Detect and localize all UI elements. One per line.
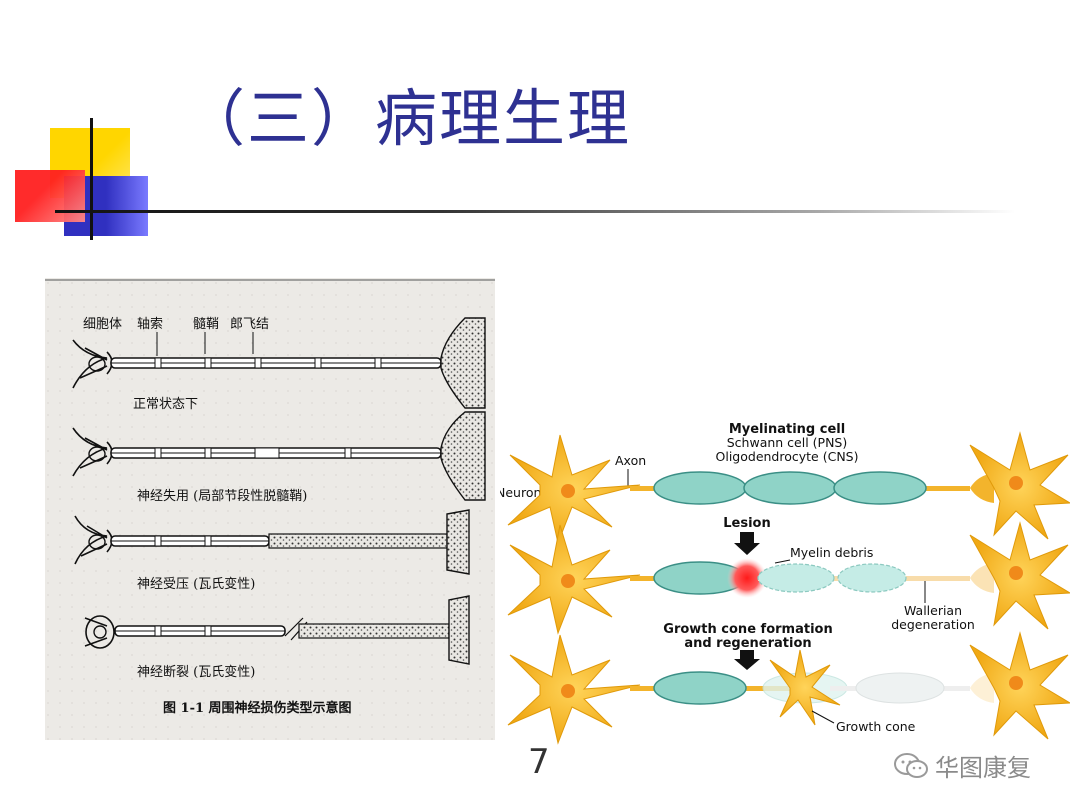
regeneration-arrow-icon [734,650,760,670]
wechat-icon [893,752,929,780]
lesion-arrow-icon [734,532,760,555]
label-growth-cone-formation: Growth cone formation [663,622,832,637]
label-lesion: Lesion [723,516,770,531]
label-wallerian: Wallerian [904,603,962,618]
label-cell-body: 细胞体 [83,317,122,332]
slide-title: （三）病理生理 [183,68,631,158]
caption-axonotmesis: 神经受压 (瓦氏变性) [137,576,255,592]
label-node-ranvier: 郎飞结 [230,317,269,332]
label-degeneration: degeneration [891,617,975,632]
label-myelin: 髓鞘 [193,317,219,332]
label-oligodendrocyte: Oligodendrocyte (CNS) [716,449,859,464]
caption-normal: 正常状态下 [133,397,198,412]
watermark: 华图康复 [893,748,1031,783]
caption-neurotmesis: 神经断裂 (瓦氏变性) [137,664,255,680]
nerve-injury-figure: 细胞体 轴索 髓鞘 郎飞结 正常状态下 [45,278,495,740]
decoration-vertical-line [90,118,93,240]
label-myelin-debris: Myelin debris [790,545,873,560]
caption-neurapraxia: 神经失用 (局部节段性脱髓鞘) [137,489,307,504]
page-number: 7 [528,742,550,782]
label-axon-right: Axon [615,453,646,468]
label-neuron: Neuron [500,485,541,500]
watermark-text: 华图康复 [935,748,1031,783]
label-growth-cone: Growth cone [836,719,916,734]
label-axon: 轴索 [137,317,163,332]
decoration-red-block [15,170,85,222]
title-underline [55,210,1015,213]
regeneration-row-lesion [508,523,1070,633]
figure-caption: 图 1-1 周围神经损伤类型示意图 [163,700,352,716]
wallerian-degeneration-figure: Myelinating cell Schwann cell (PNS) Olig… [500,415,1070,745]
label-schwann: Schwann cell (PNS) [727,435,848,450]
label-regeneration: and regeneration [684,636,811,651]
